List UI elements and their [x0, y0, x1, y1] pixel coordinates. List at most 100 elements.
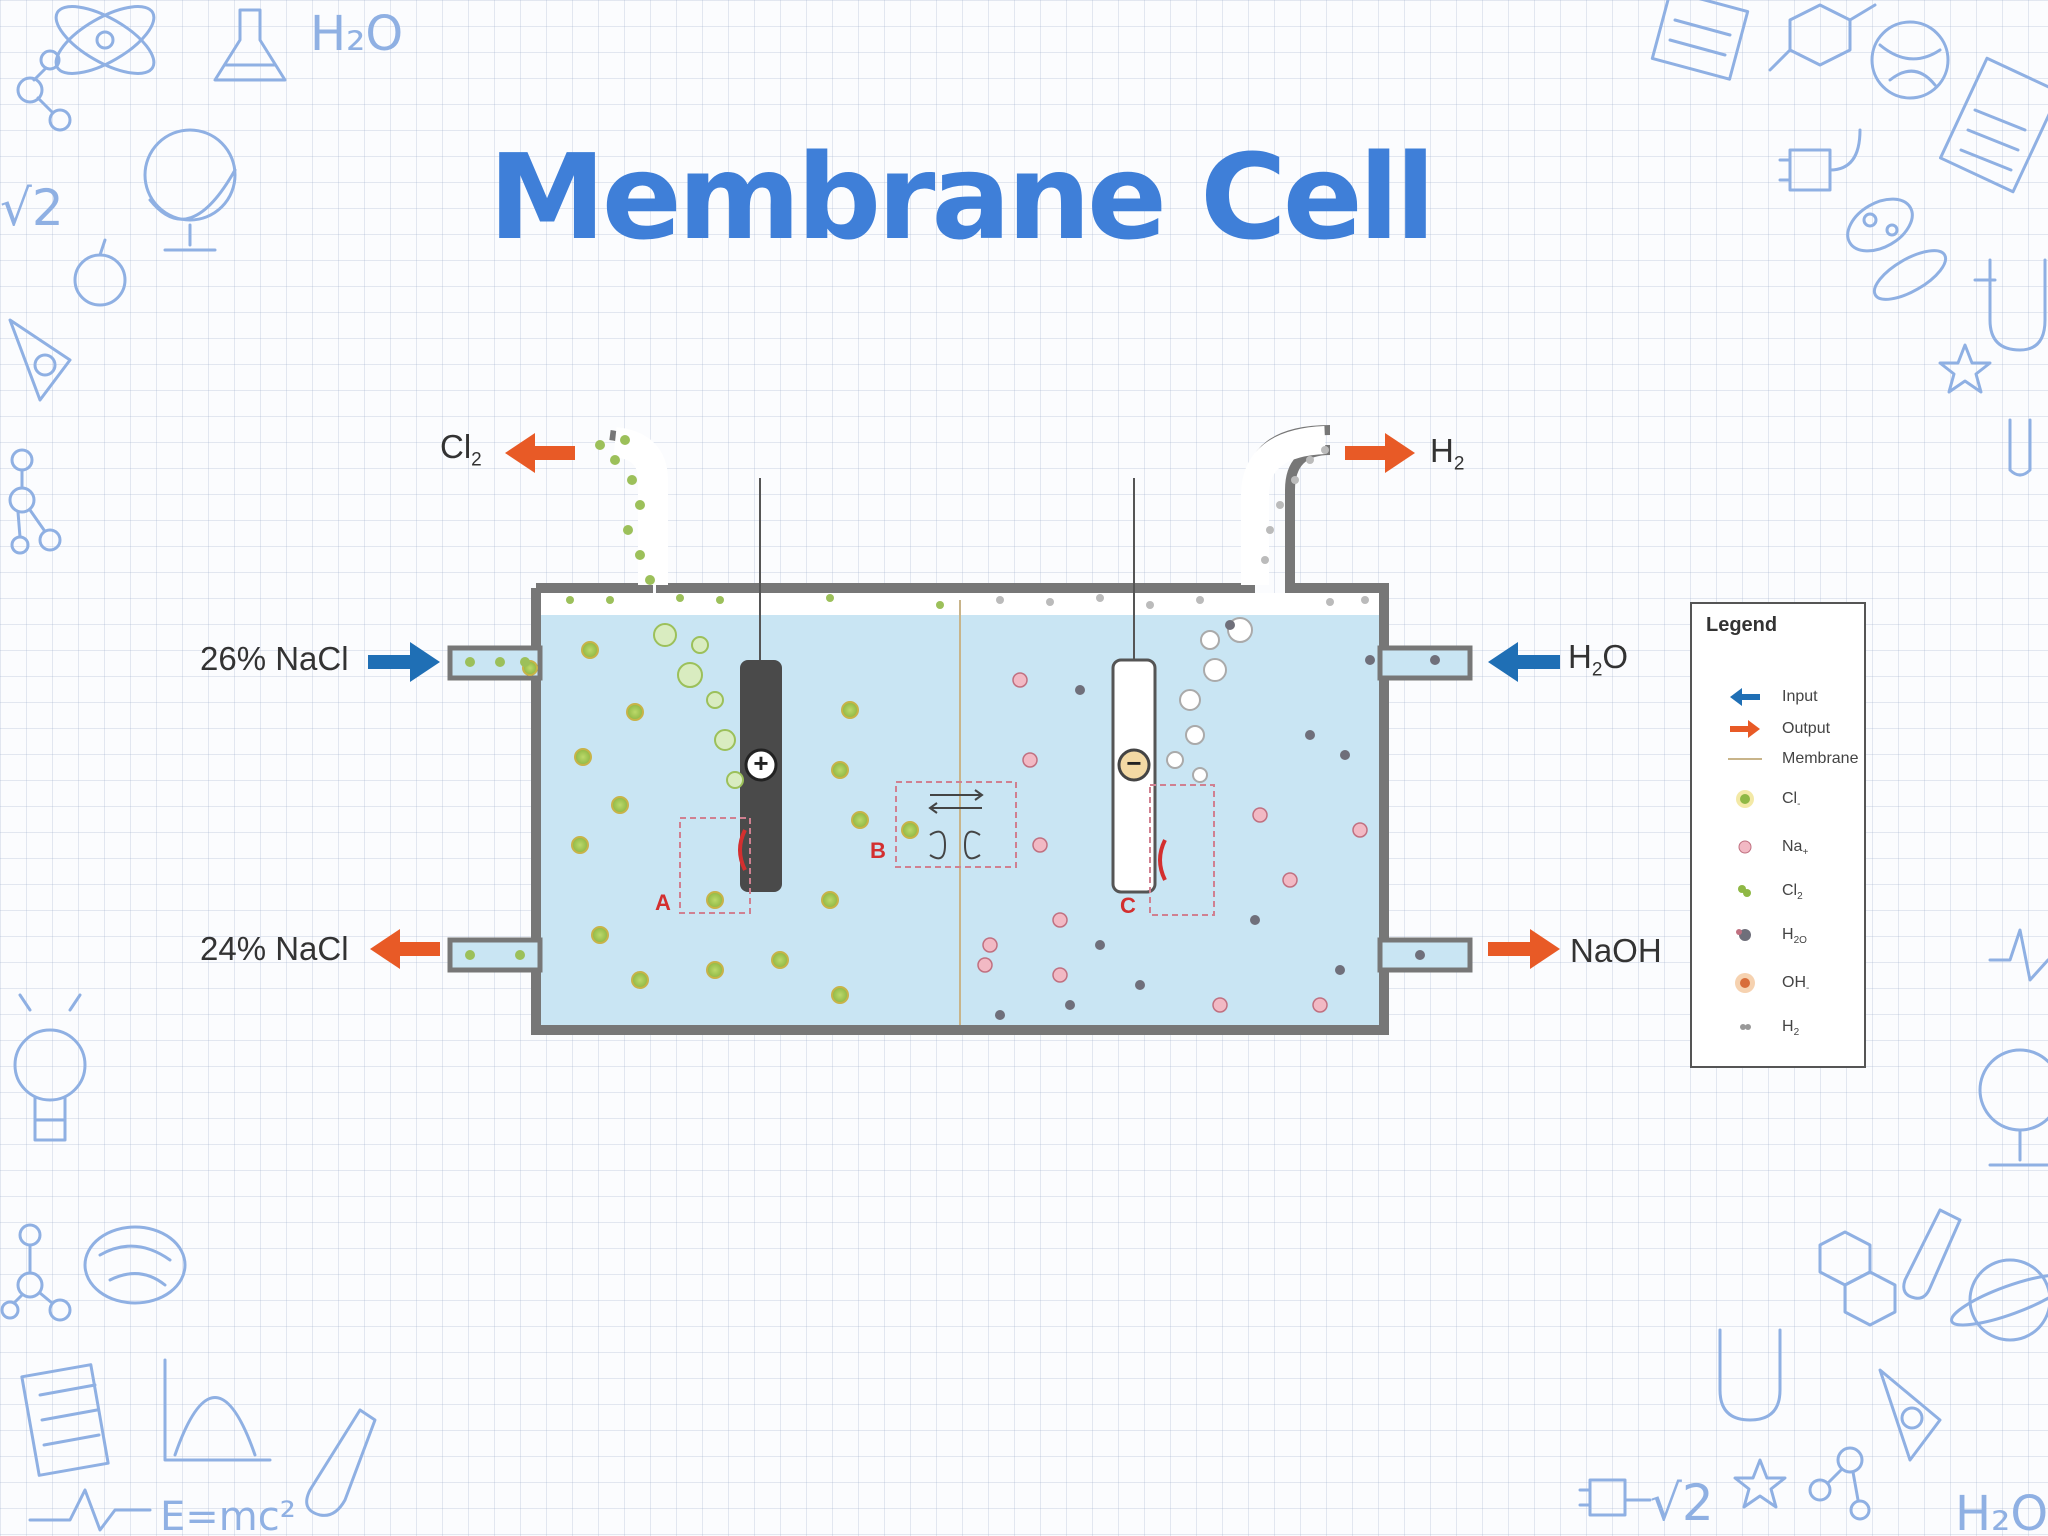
region-c-label: C: [1120, 893, 1136, 918]
brain-icon: [83, 1225, 187, 1305]
legend-item-output-arrow: Output: [1692, 714, 1868, 744]
slide-title: Membrane Cell: [488, 128, 1435, 266]
equilibrium-arrows-icon: [928, 789, 984, 860]
molecule-chain-icon: [8, 448, 62, 555]
anode-plus-symbol: +: [753, 748, 769, 778]
output-arrow-icon: [1728, 714, 1762, 744]
test-tube-icon: [2008, 418, 2032, 477]
input-arrow-nacl: [368, 642, 440, 682]
lightbulb-icon: [13, 993, 87, 1142]
abacus-icon: [20, 1363, 110, 1477]
chloride-ion-icon: [1728, 784, 1762, 814]
chlorine-bubbles: [653, 623, 744, 789]
h2o-label: H2O: [1568, 638, 1629, 681]
svg-text:H₂O: H₂O: [1955, 1486, 2048, 1536]
molecule-ring-icon: [1818, 1230, 1897, 1327]
magnet-icon: [1973, 258, 2047, 352]
legend-item-label: H2: [1782, 1018, 1800, 1039]
globe-icon: [143, 128, 237, 252]
output-arrow-naoh: [1488, 929, 1560, 969]
star-icon: [1733, 1458, 1787, 1509]
pulse-icon: [28, 1488, 152, 1532]
test-tube-icon: [305, 1408, 377, 1517]
pulse-icon: [1988, 928, 2048, 982]
svg-text:√2: √2: [0, 179, 64, 237]
planet-icon: [1950, 1258, 2048, 1342]
molecule-ring-icon: [1768, 3, 1877, 72]
nacl-in-label: 26% NaCl: [200, 640, 349, 677]
nacl-outlet-pipe: [447, 937, 543, 973]
region-a-label: A: [655, 890, 671, 915]
legend-item-hydrogen-molecule: H2: [1692, 1012, 1868, 1042]
hydrogen-molecule-icon: [1728, 1012, 1762, 1042]
document-icon: [1939, 56, 2048, 194]
svg-text:√2: √2: [1650, 1474, 1714, 1532]
reaction-box-c: [1149, 784, 1215, 916]
bell-curve-icon: [163, 1358, 272, 1462]
legend-item-label: Membrane: [1782, 750, 1859, 767]
hydrogen-gas-particles: [996, 446, 1369, 609]
plug-icon: [1578, 1478, 1652, 1517]
chlorine-gas-particles: [566, 435, 944, 609]
test-tube-icon: [1902, 1208, 1962, 1300]
reaction-box-a: [679, 817, 751, 914]
chlorine-outlet: [612, 427, 668, 585]
input-arrow-icon: [1728, 682, 1762, 712]
sodium-ions: [977, 672, 1368, 1013]
output-arrow-h2: [1345, 433, 1415, 473]
legend-item-water-molecule: H2O: [1692, 920, 1868, 950]
reaction-box-b: [895, 781, 1017, 868]
bacteria-icon: [1872, 249, 1948, 301]
legend-item-label: Cl-: [1782, 790, 1801, 811]
cathode-minus-symbol: −: [1126, 748, 1142, 778]
rocket-icon: [1878, 1368, 1942, 1462]
legend-item-label: H2O: [1782, 926, 1807, 947]
legend-item-label: Cl2: [1782, 882, 1803, 903]
legend-item-hydroxide-ion: OH-: [1692, 968, 1868, 998]
legend-item-input-arrow: Input: [1692, 682, 1868, 712]
atom-icon: [54, 5, 156, 75]
membrane-line-icon: [1728, 744, 1762, 774]
legend-item-label: Na+: [1782, 838, 1809, 859]
cl2-label: Cl2: [440, 428, 482, 471]
sodium-ion-icon: [1728, 832, 1762, 862]
water-molecule-icon: [1728, 920, 1762, 950]
legend-item-chloride-ion: Cl-: [1692, 784, 1868, 814]
reaction-arrow-a: [738, 829, 747, 871]
legend-item-chlorine-molecule: Cl2: [1692, 876, 1868, 906]
hydroxide-ion-icon: [1728, 968, 1762, 998]
globe-icon: [1870, 20, 1950, 100]
legend-item-sodium-ion: Na+: [1692, 832, 1868, 862]
hydrogen-bubbles: [1166, 617, 1253, 783]
input-arrow-water: [1488, 642, 1560, 682]
legend-item-label: Input: [1782, 688, 1818, 705]
globe-icon: [1978, 1048, 2048, 1167]
legend-item-membrane-line: Membrane: [1692, 744, 1868, 774]
legend-item-label: Output: [1782, 720, 1831, 737]
chloride-ions-pipe: [465, 657, 530, 960]
legend-item-label: OH-: [1782, 974, 1810, 995]
water-inlet-pipe: [1377, 645, 1473, 681]
calculator-icon: [1650, 0, 1750, 81]
flask-icon: [213, 8, 287, 82]
naoh-label: NaOH: [1570, 932, 1662, 969]
nacl-out-label: 24% NaCl: [200, 930, 349, 967]
output-arrow-cl2: [505, 433, 575, 473]
anode-plus-icon: [744, 748, 778, 782]
svg-text:E=mc²: E=mc²: [160, 1494, 296, 1536]
molecule-icon: [1808, 1446, 1871, 1521]
star-icon: [1938, 343, 1992, 394]
reaction-arrow-c: [1158, 839, 1167, 881]
water-molecules: [995, 620, 1440, 1020]
h2-label: H2: [1430, 432, 1465, 475]
apple-icon: [73, 238, 127, 307]
plug-icon: [1778, 128, 1862, 192]
hydrogen-outlet: [1241, 426, 1326, 585]
molecule-icon: [16, 49, 72, 132]
magnet-icon: [1718, 1328, 1782, 1422]
svg-text:H₂O: H₂O: [310, 6, 403, 62]
chlorine-molecule-icon: [1728, 876, 1762, 906]
